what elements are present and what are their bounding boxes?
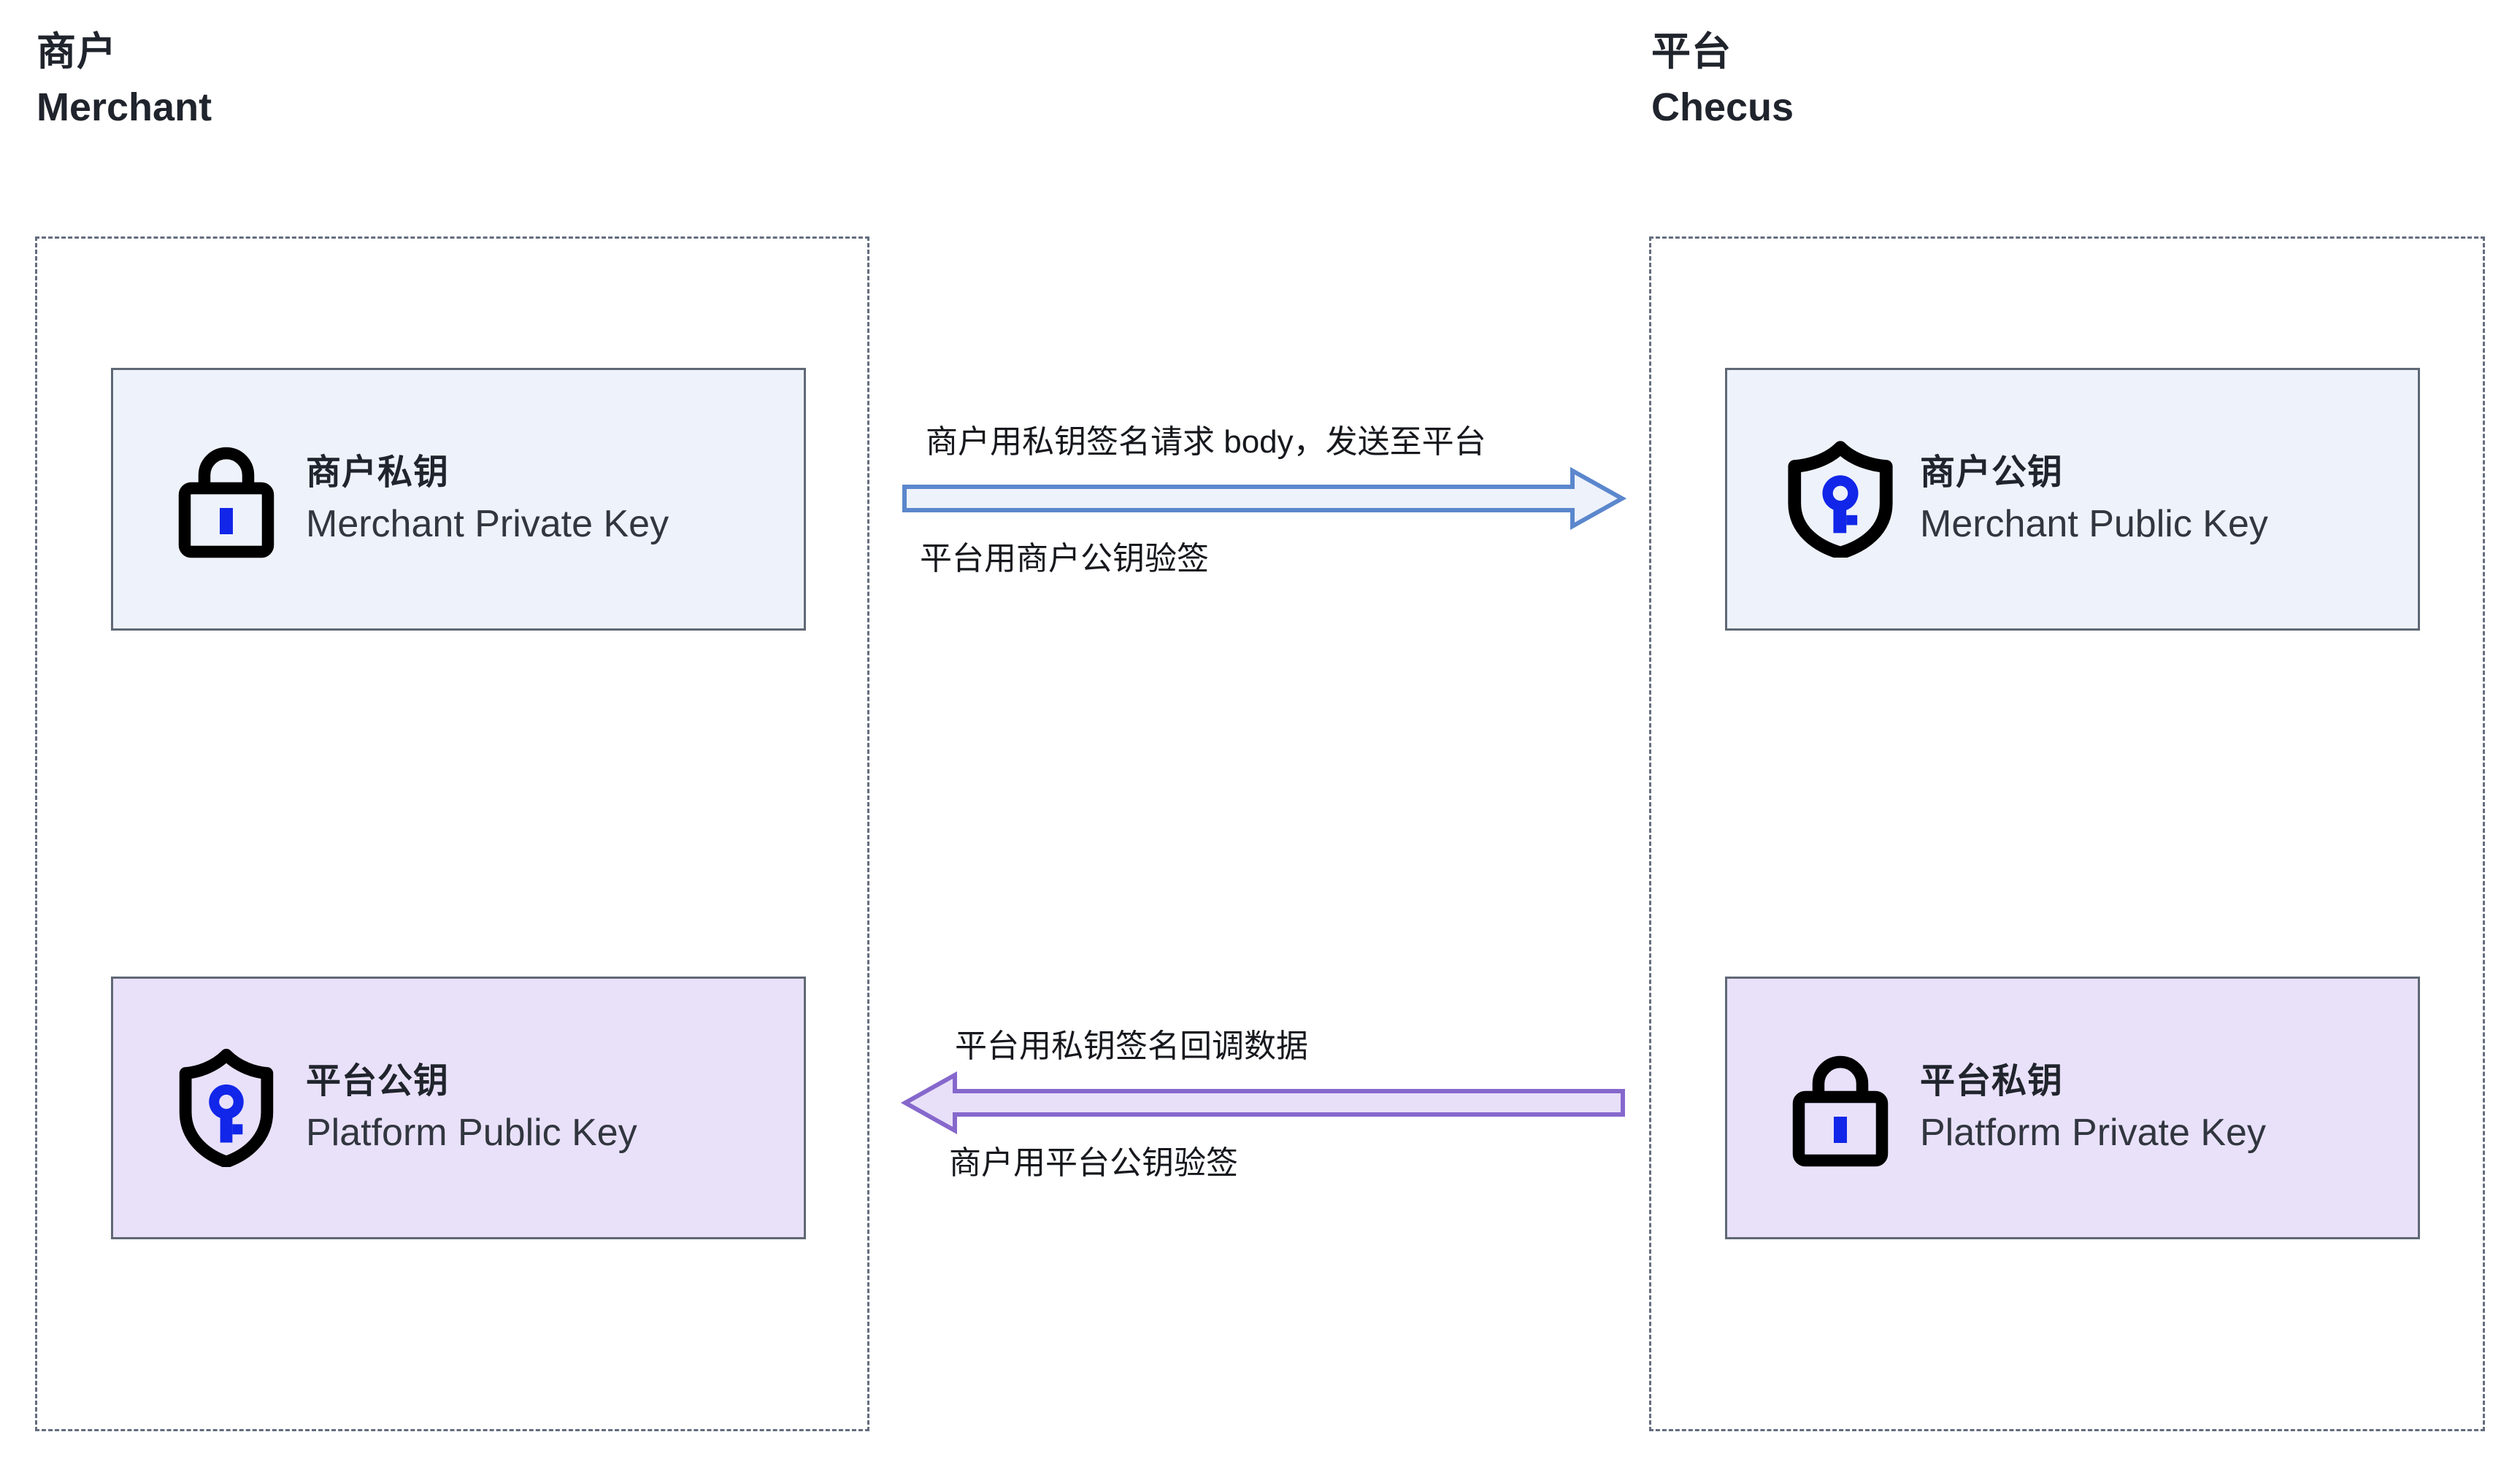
callback-flow-arrow	[898, 1071, 1625, 1135]
column-header-merchant-cn: 商户	[37, 30, 117, 74]
card-label-en: Merchant Private Key	[306, 502, 669, 545]
card-label-en: Platform Public Key	[306, 1111, 637, 1154]
callback-flow-label-below: 商户用平台公钥验签	[949, 1145, 1238, 1181]
column-header-merchant: 商户 Merchant	[37, 29, 212, 131]
card-merchant-private-key[interactable]: 商户私钥 Merchant Private Key	[111, 368, 806, 631]
card-merchant-private-key-labels: 商户私钥 Merchant Private Key	[306, 452, 669, 547]
card-label-cn: 平台公钥	[306, 1062, 450, 1101]
card-platform-private-key-labels: 平台私钥 Platform Private Key	[1920, 1060, 2266, 1155]
card-label-cn: 商户公钥	[1920, 453, 2064, 492]
column-header-platform: 平台 Checus	[1651, 29, 1794, 131]
lock-icon	[172, 441, 281, 558]
platform-lane-container	[1649, 236, 2485, 1431]
card-label-cn: 商户私钥	[306, 453, 450, 492]
request-flow-arrow	[902, 466, 1627, 531]
shield-key-icon	[172, 1049, 281, 1167]
card-label-cn: 平台私钥	[1920, 1062, 2064, 1101]
shield-key-icon	[1786, 441, 1895, 558]
card-platform-private-key[interactable]: 平台私钥 Platform Private Key	[1725, 977, 2420, 1239]
card-platform-public-key[interactable]: 平台公钥 Platform Public Key	[111, 977, 806, 1239]
card-label-en: Merchant Public Key	[1920, 502, 2268, 545]
column-header-platform-en: Checus	[1651, 85, 1794, 129]
merchant-lane-container	[35, 236, 869, 1431]
card-merchant-public-key-labels: 商户公钥 Merchant Public Key	[1920, 452, 2268, 547]
card-platform-public-key-labels: 平台公钥 Platform Public Key	[306, 1060, 637, 1155]
lock-icon	[1786, 1050, 1895, 1167]
card-merchant-public-key[interactable]: 商户公钥 Merchant Public Key	[1725, 368, 2420, 631]
card-label-en: Platform Private Key	[1920, 1111, 2266, 1154]
request-flow-label-below: 平台用商户公钥验签	[920, 541, 1209, 577]
column-header-merchant-en: Merchant	[37, 85, 212, 129]
callback-flow-label-above: 平台用私钥签名回调数据	[955, 1028, 1308, 1064]
column-header-platform-cn: 平台	[1651, 30, 1732, 74]
request-flow-label-above: 商户用私钥签名请求 body，发送至平台	[926, 424, 1486, 460]
